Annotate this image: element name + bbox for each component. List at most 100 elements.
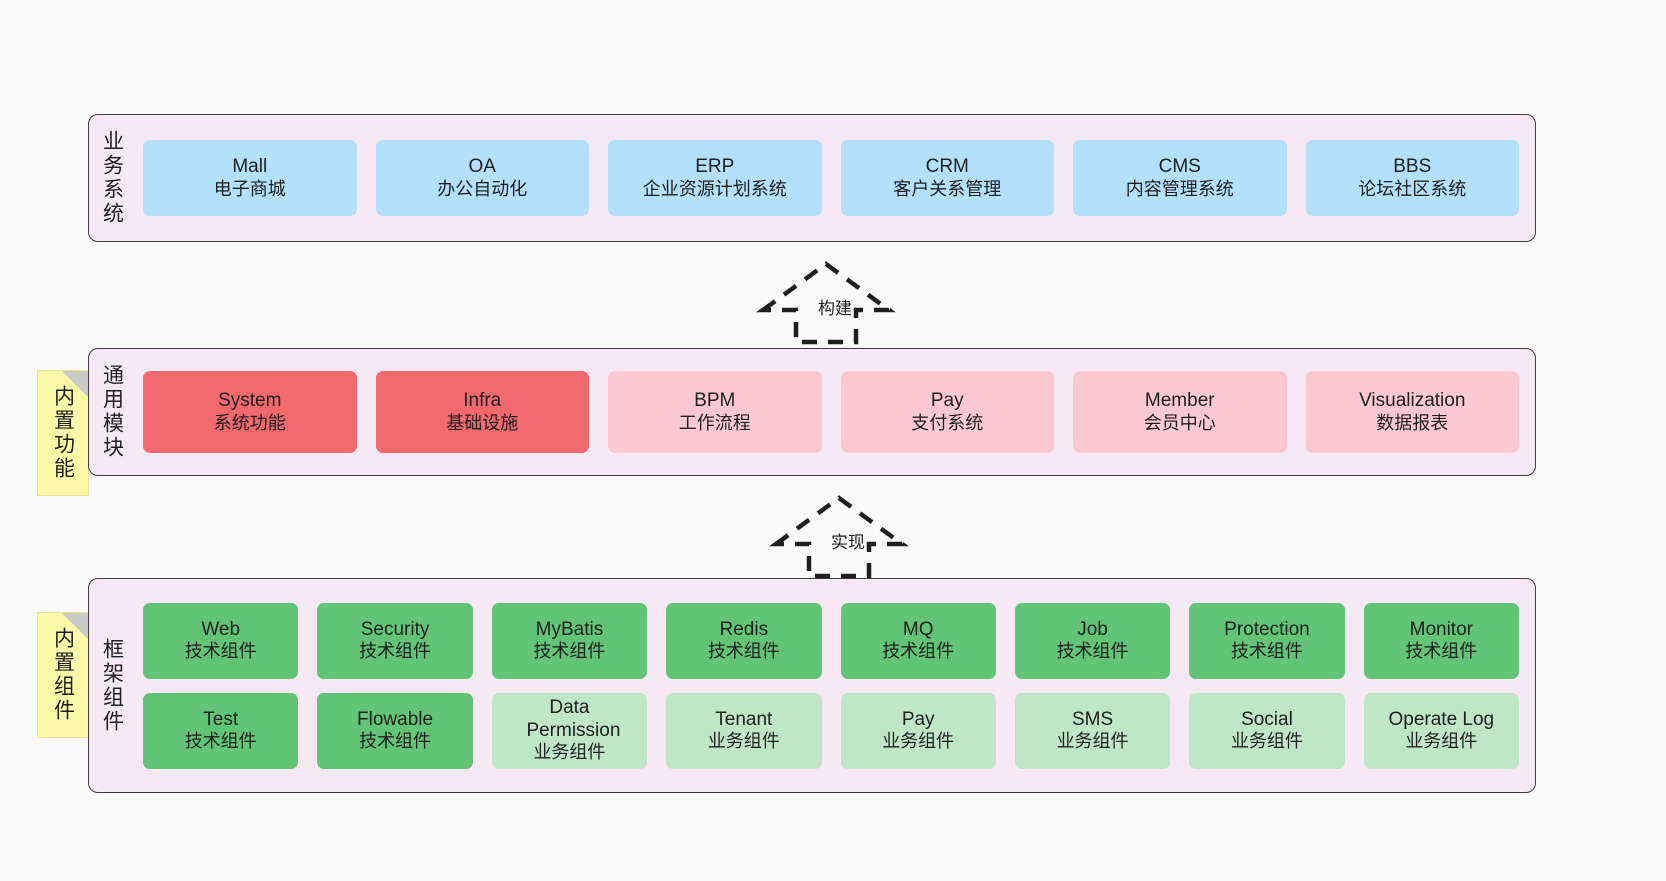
card-title-en: BPM: [694, 390, 736, 412]
card-tenant[interactable]: Tenant 业务组件: [666, 692, 822, 769]
card-protection[interactable]: Protection 技术组件: [1189, 602, 1345, 679]
card-pay-business[interactable]: Pay 业务组件: [840, 692, 996, 769]
card-title-cn: 内容管理系统: [1125, 178, 1234, 199]
card-title-cn: 数据报表: [1376, 412, 1449, 433]
card-security[interactable]: Security 技术组件: [317, 602, 473, 679]
card-title-cn: 技术组件: [359, 641, 432, 662]
card-test[interactable]: Test 技术组件: [143, 692, 299, 769]
layer-body-framework-component: Web 技术组件 Security 技术组件 MyBatis 技术组件 Redi…: [135, 579, 1535, 792]
card-title-cn: 支付系统: [911, 412, 984, 433]
card-pay[interactable]: Pay 支付系统: [840, 371, 1054, 453]
layer-title-business-system: 业务系统: [100, 130, 124, 226]
card-title-cn: 工作流程: [678, 412, 751, 433]
layer-common-module: 通用模块 System 系统功能 Infra 基础设施 BPM 工作流程 Pay…: [88, 348, 1536, 476]
layer-body-common-module: System 系统功能 Infra 基础设施 BPM 工作流程 Pay 支付系统…: [135, 349, 1535, 475]
card-title-en: Redis: [719, 618, 769, 640]
card-title-en: System: [218, 390, 282, 412]
card-title-en: ERP: [695, 156, 735, 178]
row-framework-business: Test 技术组件 Flowable 技术组件 Data Permission …: [143, 692, 1519, 769]
card-title-en: Infra: [463, 390, 502, 412]
card-bpm[interactable]: BPM 工作流程: [608, 371, 822, 453]
card-title-en: BBS: [1393, 156, 1432, 178]
card-social[interactable]: Social 业务组件: [1189, 692, 1345, 769]
card-title-cn: 业务组件: [1056, 731, 1129, 752]
card-title-en: Test: [203, 708, 239, 730]
note-builtin-function: 内置功能: [37, 370, 89, 496]
card-flowable[interactable]: Flowable 技术组件: [317, 692, 473, 769]
card-title-en: CRM: [925, 156, 969, 178]
card-title-cn: 技术组件: [1230, 641, 1303, 662]
card-title-cn: 技术组件: [184, 641, 257, 662]
card-title-en: Member: [1144, 390, 1215, 412]
card-oa[interactable]: OA 办公自动化: [375, 140, 589, 216]
card-title-cn: 企业资源计划系统: [642, 178, 787, 199]
card-title-en: MyBatis: [535, 618, 604, 640]
card-title-cn: 基础设施: [446, 412, 519, 433]
card-title-en: Flowable: [357, 708, 434, 730]
layer-title-common-module: 通用模块: [100, 364, 124, 460]
card-redis[interactable]: Redis 技术组件: [666, 602, 822, 679]
card-title-en: CMS: [1158, 156, 1201, 178]
note-builtin-component: 内置组件: [37, 612, 89, 738]
card-mybatis[interactable]: MyBatis 技术组件: [491, 602, 648, 679]
row-business-system: Mall 电子商城 OA 办公自动化 ERP 企业资源计划系统 CRM 客户关系…: [143, 140, 1519, 216]
card-crm[interactable]: CRM 客户关系管理: [840, 140, 1054, 216]
card-title-cn: 业务组件: [533, 742, 606, 763]
card-data-permission[interactable]: Data Permission 业务组件: [491, 692, 648, 769]
card-title-cn: 技术组件: [1405, 641, 1478, 662]
layer-business-system: 业务系统 Mall 电子商城 OA 办公自动化 ERP 企业资源计划系统 CRM…: [88, 114, 1536, 242]
card-web[interactable]: Web 技术组件: [143, 602, 299, 679]
card-title-en: Job: [1077, 618, 1108, 640]
connector-implement-label: 实现: [831, 533, 865, 552]
card-visualization[interactable]: Visualization 数据报表: [1305, 371, 1519, 453]
card-title-en: Pay: [901, 708, 935, 730]
card-title-cn: 系统功能: [213, 412, 286, 433]
card-mall[interactable]: Mall 电子商城: [143, 140, 357, 216]
connector-build-label: 构建: [818, 299, 852, 318]
card-monitor[interactable]: Monitor 技术组件: [1363, 602, 1519, 679]
card-title-en: OA: [468, 156, 496, 178]
card-title-cn: 客户关系管理: [893, 178, 1002, 199]
card-title-cn: 技术组件: [707, 641, 780, 662]
card-title-en: Pay: [930, 390, 964, 412]
card-title-en: SMS: [1071, 708, 1114, 730]
card-title-cn: 论坛社区系统: [1358, 178, 1467, 199]
card-title-en: Monitor: [1409, 618, 1473, 640]
card-erp[interactable]: ERP 企业资源计划系统: [608, 140, 822, 216]
card-title-cn: 电子商城: [213, 178, 286, 199]
card-title-en: Operate Log: [1388, 708, 1495, 730]
card-mq[interactable]: MQ 技术组件: [840, 602, 996, 679]
card-system[interactable]: System 系统功能: [143, 371, 357, 453]
card-title-en: Mall: [232, 156, 268, 178]
card-title-cn: 技术组件: [359, 731, 432, 752]
card-member[interactable]: Member 会员中心: [1073, 371, 1287, 453]
card-title-cn: 会员中心: [1143, 412, 1216, 433]
card-bbs[interactable]: BBS 论坛社区系统: [1305, 140, 1519, 216]
card-title-cn: 业务组件: [1230, 731, 1303, 752]
card-job[interactable]: Job 技术组件: [1014, 602, 1171, 679]
card-cms[interactable]: CMS 内容管理系统: [1073, 140, 1287, 216]
card-title-en: Tenant: [715, 708, 773, 730]
card-title-cn: 技术组件: [1056, 641, 1129, 662]
card-title-en: MQ: [902, 618, 934, 640]
layer-body-business-system: Mall 电子商城 OA 办公自动化 ERP 企业资源计划系统 CRM 客户关系…: [135, 115, 1535, 241]
card-title-cn: 业务组件: [882, 731, 955, 752]
row-common-module: System 系统功能 Infra 基础设施 BPM 工作流程 Pay 支付系统…: [143, 371, 1519, 453]
card-title-en: Data Permission: [526, 697, 621, 741]
card-title-cn: 业务组件: [1405, 731, 1478, 752]
card-infra[interactable]: Infra 基础设施: [375, 371, 589, 453]
card-title-cn: 技术组件: [533, 641, 606, 662]
layer-framework-component: 框架组件 Web 技术组件 Security 技术组件 MyBatis 技术组件…: [88, 578, 1536, 793]
layer-title-framework-component: 框架组件: [100, 637, 124, 734]
card-sms[interactable]: SMS 业务组件: [1014, 692, 1171, 769]
card-title-cn: 技术组件: [184, 731, 257, 752]
card-title-en: Security: [360, 618, 430, 640]
card-title-en: Social: [1241, 708, 1293, 730]
card-title-en: Web: [201, 618, 241, 640]
card-title-en: Protection: [1224, 618, 1310, 640]
card-title-en: Visualization: [1359, 390, 1466, 412]
card-title-cn: 业务组件: [707, 731, 780, 752]
card-title-cn: 办公自动化: [437, 178, 528, 199]
card-operate-log[interactable]: Operate Log 业务组件: [1363, 692, 1519, 769]
